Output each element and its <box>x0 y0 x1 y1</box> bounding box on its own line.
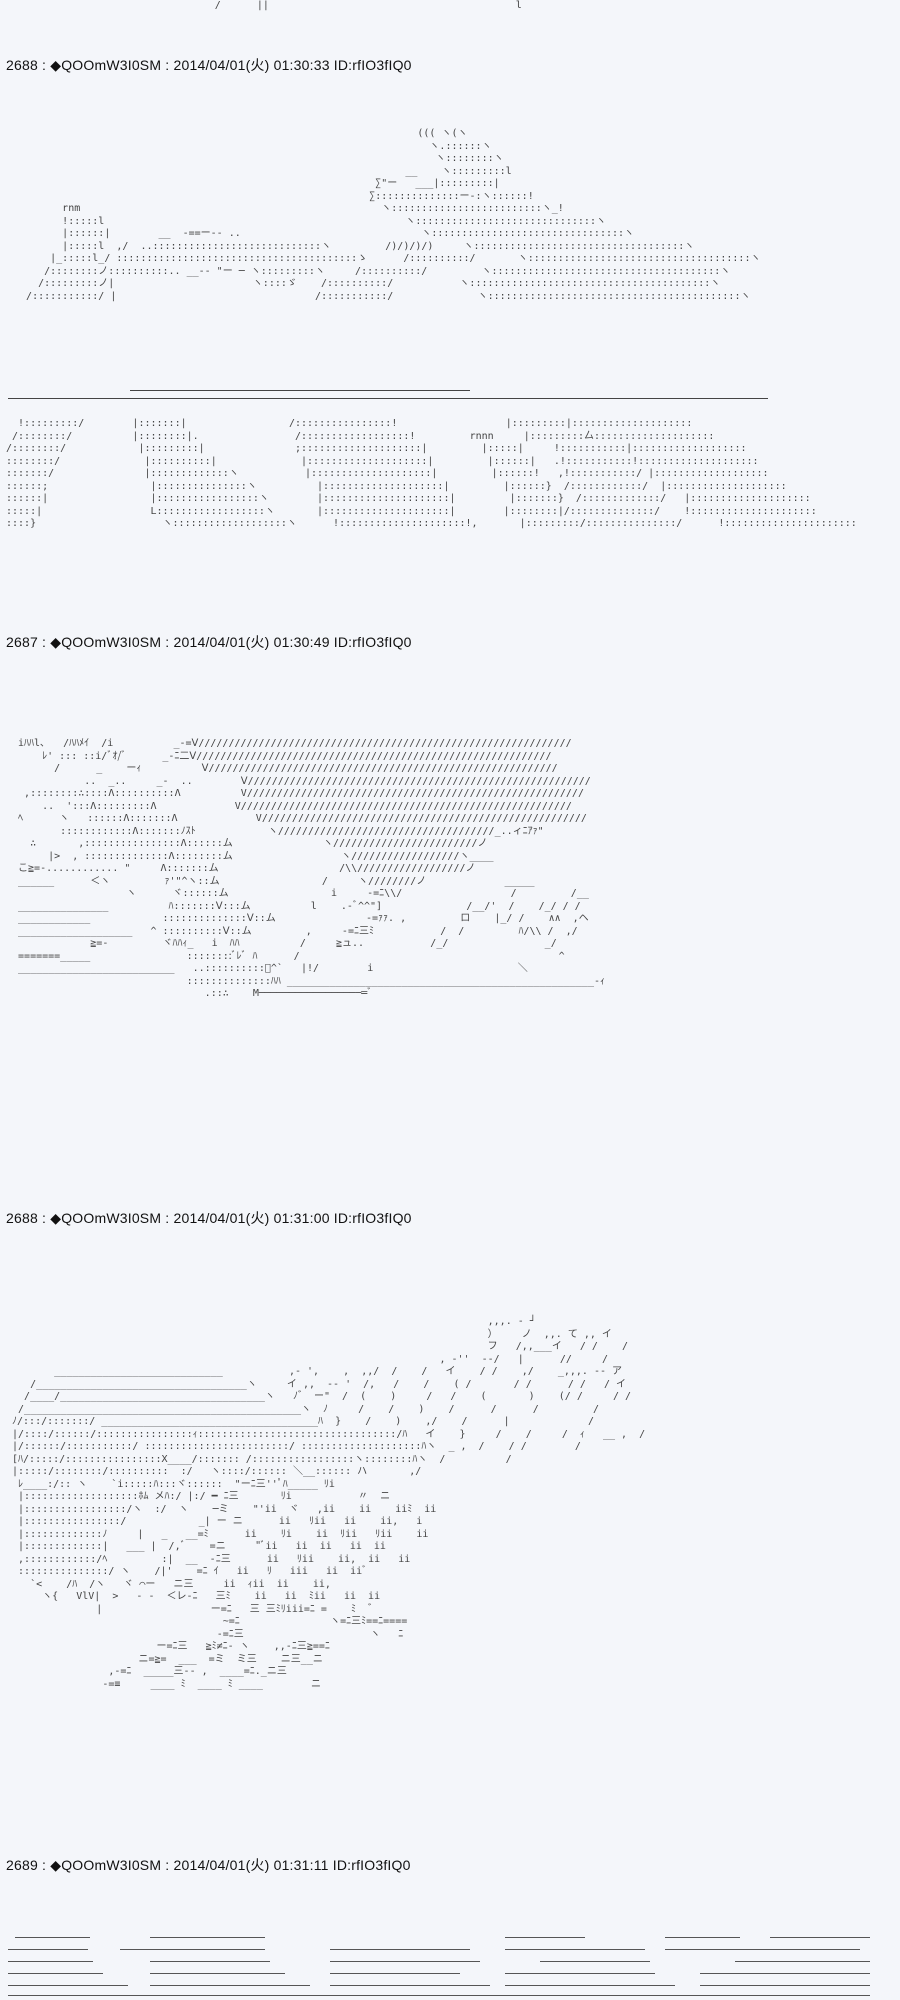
strip-line <box>15 1937 90 1938</box>
poster-handle: ◆QOOmW3I0SM <box>50 57 162 73</box>
header-separator: : <box>37 1857 51 1873</box>
post-header: 2687 : ◆QOOmW3I0SM : 2014/04/01(火) 01:30… <box>6 632 412 652</box>
ascii-art-kanji-top: ((( ヽ(ヽ ヽ.::::::ヽ ヽ::::::::ヽ <box>26 128 761 302</box>
strip-line <box>505 1949 645 1950</box>
post-header: 2688 : ◆QOOmW3I0SM : 2014/04/01(火) 01:31… <box>6 1208 412 1228</box>
strip-line <box>8 1961 93 1962</box>
post-datetime: 2014/04/01(火) 01:30:49 <box>173 634 330 650</box>
header-separator: : <box>37 1210 51 1226</box>
strip-line <box>8 1949 88 1950</box>
strip-line <box>505 1937 585 1938</box>
strip-line <box>150 1985 310 1986</box>
art-divider-line <box>8 398 768 399</box>
header-separator: : <box>161 57 174 73</box>
strip-line <box>8 1995 870 1996</box>
strip-line <box>505 1973 655 1974</box>
strip-line <box>8 1985 128 1986</box>
strip-line <box>735 1961 870 1962</box>
art-divider-line <box>130 390 470 391</box>
header-separator: : <box>161 1210 174 1226</box>
ascii-art-scene: iﾊﾊl､ /ﾊﾊﾒｲ /i _-=Ⅴ/////////////////////… <box>18 738 605 999</box>
poster-id: ID:rfIO3fIQ0 <box>333 1210 412 1226</box>
strip-line <box>665 1937 740 1938</box>
strip-line <box>665 1949 860 1950</box>
post-number: 2689 <box>6 1857 38 1873</box>
poster-id: ID:rfIO3fIQ0 <box>333 57 412 73</box>
strip-line <box>150 1937 265 1938</box>
strip-line <box>505 1985 675 1986</box>
post-number: 2687 <box>6 634 38 650</box>
poster-handle: ◆QOOmW3I0SM <box>50 634 162 650</box>
post-header: 2689 : ◆QOOmW3I0SM : 2014/04/01(火) 01:31… <box>6 1855 411 1875</box>
header-separator: : <box>161 634 174 650</box>
strip-line <box>330 1985 490 1986</box>
header-separator: : <box>37 634 51 650</box>
header-separator: : <box>161 1857 174 1873</box>
strip-line <box>330 1973 460 1974</box>
poster-handle: ◆QOOmW3I0SM <box>50 1857 162 1873</box>
post-number: 2688 <box>6 1210 38 1226</box>
post-header: 2688 : ◆QOOmW3I0SM : 2014/04/01(火) 01:30… <box>6 55 412 75</box>
strip-line <box>700 1985 870 1986</box>
post-datetime: 2014/04/01(火) 01:31:00 <box>173 1210 330 1226</box>
post-number: 2688 <box>6 57 38 73</box>
strip-line <box>330 1949 470 1950</box>
strip-line <box>330 1961 480 1962</box>
header-separator: : <box>37 57 51 73</box>
strip-line <box>8 1973 103 1974</box>
post-datetime: 2014/04/01(火) 01:30:33 <box>173 57 330 73</box>
strip-line <box>770 1937 870 1938</box>
strip-line <box>120 1949 265 1950</box>
post-datetime: 2014/04/01(火) 01:31:11 <box>173 1857 329 1873</box>
poster-id: ID:rfIO3fIQ0 <box>332 1857 411 1873</box>
poster-id: ID:rfIO3fIQ0 <box>333 634 412 650</box>
strip-line <box>700 1973 870 1974</box>
strip-line <box>540 1961 650 1962</box>
ascii-art-kanji-bottom: !:::::::::/ |:::::::| /::::::::::::::::!… <box>6 418 857 529</box>
strip-line <box>150 1961 270 1962</box>
strip-line <box>150 1973 285 1974</box>
poster-handle: ◆QOOmW3I0SM <box>50 1210 162 1226</box>
top-art-fragment: / || l <box>10 0 522 11</box>
ascii-art-scene: ,,,. - ┘ ） ノ ,,. て ,, イ フ /,,___イ <box>12 1316 646 1690</box>
